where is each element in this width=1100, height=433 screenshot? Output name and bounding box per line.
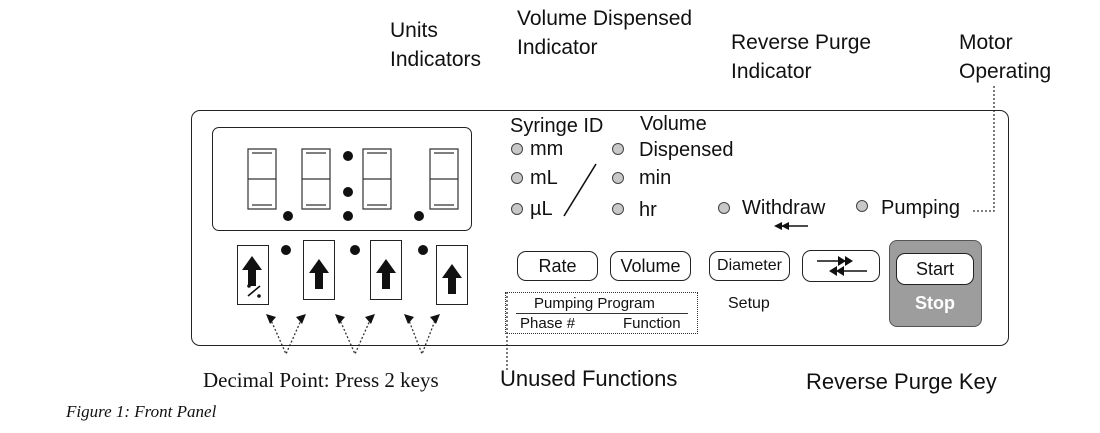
start-stop-key[interactable]: Start Stop bbox=[889, 240, 982, 327]
pumping-program-box: Pumping Program Phase # Function bbox=[505, 292, 698, 334]
unit-mm-label: mm bbox=[530, 138, 564, 160]
display-colon-dot bbox=[343, 187, 353, 197]
pumping-label: Pumping bbox=[881, 197, 960, 219]
diameter-button[interactable]: Diameter bbox=[709, 251, 790, 281]
phase-label: Phase # bbox=[520, 315, 576, 332]
motor-operating-callout: Motor Operating bbox=[959, 31, 1052, 83]
led-ul bbox=[511, 203, 523, 215]
led-min bbox=[612, 172, 624, 184]
start-button[interactable]: Start bbox=[896, 253, 974, 285]
seven-segment-display bbox=[212, 127, 472, 231]
up-arrow-icon bbox=[242, 256, 262, 298]
key-decimal-dot bbox=[418, 245, 428, 255]
withdraw-arrow-icon bbox=[774, 222, 808, 230]
digit-up-key[interactable] bbox=[303, 240, 335, 300]
volume-dispensed-indicator-callout: Volume Dispensed Indicator bbox=[517, 7, 693, 59]
reverse-purge-arrows-icon bbox=[817, 256, 867, 276]
unit-dispensed-label: Dispensed bbox=[639, 139, 734, 161]
up-arrow-icon bbox=[442, 264, 462, 294]
digit-up-key[interactable] bbox=[370, 240, 402, 300]
rate-button[interactable]: Rate bbox=[517, 251, 598, 281]
digit-up-key[interactable] bbox=[436, 245, 468, 305]
unit-ul-label: µL bbox=[530, 198, 553, 220]
stop-label: Stop bbox=[915, 293, 955, 313]
up-arrow-icon bbox=[309, 259, 329, 289]
display-digits bbox=[247, 148, 459, 210]
decimal-point-arrow-heads bbox=[266, 314, 440, 324]
setup-label: Setup bbox=[728, 295, 770, 312]
units-slash bbox=[563, 163, 597, 217]
digit-outlines bbox=[247, 148, 459, 210]
figure-caption: Figure 1: Front Panel bbox=[66, 402, 217, 421]
withdraw-label: Withdraw bbox=[742, 197, 826, 219]
reverse-purge-indicator-callout: Reverse Purge Indicator bbox=[731, 31, 872, 83]
led-pumping bbox=[856, 200, 868, 212]
units-indicators-callout: Units Indicators bbox=[390, 19, 482, 71]
unit-hr-label: hr bbox=[639, 199, 657, 221]
reverse-purge-button[interactable] bbox=[802, 250, 880, 282]
pumping-program-title: Pumping Program bbox=[534, 295, 655, 312]
digit-up-key-decimal[interactable] bbox=[237, 245, 269, 305]
display-colon-dot bbox=[343, 211, 353, 221]
decimal-point-arrows bbox=[269, 317, 437, 356]
unit-min-label: min bbox=[639, 167, 672, 189]
decimal-point-note: Decimal Point: Press 2 keys bbox=[203, 368, 439, 392]
volume-button[interactable]: Volume bbox=[610, 251, 691, 281]
display-colon-dot bbox=[343, 151, 353, 161]
function-label: Function bbox=[623, 315, 681, 332]
led-withdraw bbox=[718, 202, 730, 214]
reverse-purge-key-label: Reverse Purge Key bbox=[806, 369, 997, 394]
unit-ml-label: mL bbox=[530, 167, 558, 189]
led-mm bbox=[511, 143, 523, 155]
key-decimal-dot bbox=[350, 245, 360, 255]
key-decimal-dot bbox=[281, 245, 291, 255]
volume-heading: Volume bbox=[640, 113, 707, 135]
led-hr bbox=[612, 203, 624, 215]
up-arrow-icon bbox=[376, 259, 396, 289]
decimal-point-dot bbox=[414, 211, 424, 221]
led-dispensed bbox=[612, 143, 624, 155]
program-divider bbox=[516, 313, 688, 314]
decimal-point-dot bbox=[283, 211, 293, 221]
motor-leader-line bbox=[972, 86, 995, 212]
front-panel bbox=[191, 110, 1009, 346]
syringe-id-heading: Syringe ID bbox=[510, 115, 604, 137]
unused-functions-label: Unused Functions bbox=[500, 366, 678, 391]
led-ml bbox=[511, 172, 523, 184]
